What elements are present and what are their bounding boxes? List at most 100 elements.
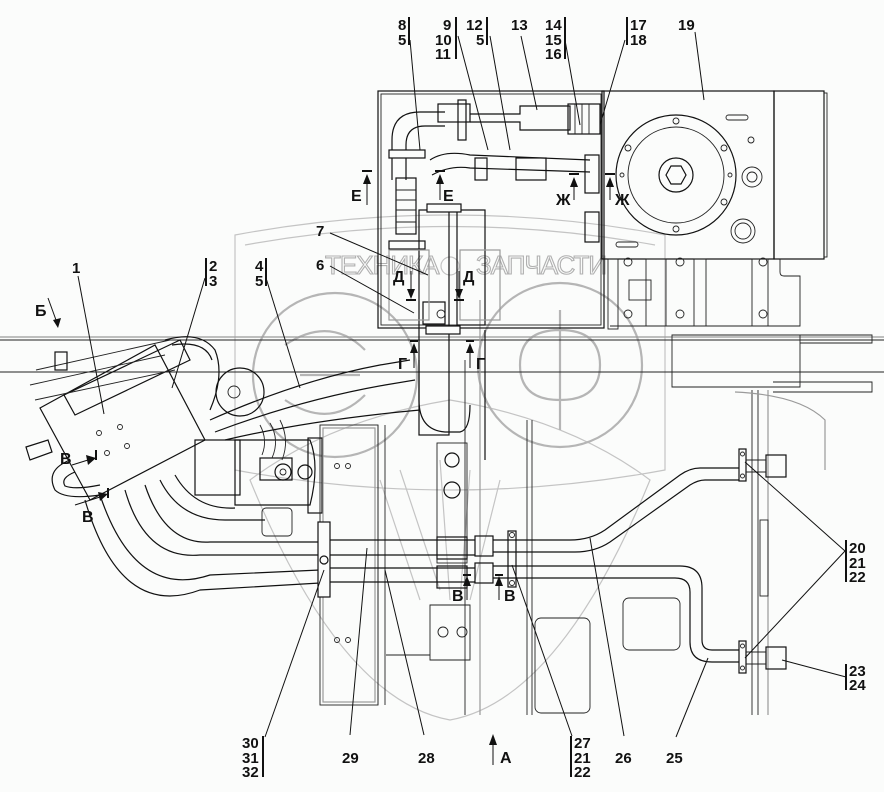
fitting-14 (567, 103, 601, 135)
watermark-logo-circle-right (476, 281, 644, 449)
pipe-fitting (515, 157, 547, 181)
watermark: ТЕХНИКА ЗАПЧАСТИ (234, 214, 666, 721)
leader-27 (511, 564, 573, 737)
hose-lower-5 (159, 479, 265, 521)
leader-23 (781, 659, 847, 678)
leader-20-b (744, 550, 846, 659)
pump-head (194, 439, 241, 496)
gearbox-side (773, 90, 825, 260)
leader-29 (349, 547, 368, 736)
section-arrow-icon (606, 177, 614, 187)
hose-lower-6 (174, 474, 236, 509)
pipe-7 (456, 209, 486, 326)
callout-1: 1 (72, 260, 80, 277)
pipe-connector (436, 536, 468, 560)
leader-12 (489, 35, 511, 151)
callout-3: 3 (209, 273, 217, 290)
pipe-26 (493, 479, 740, 553)
pump-flange (307, 437, 323, 514)
callout-11: 11 (435, 46, 451, 63)
u-hose (51, 459, 101, 498)
hose-5b (224, 409, 421, 441)
valve-cap (444, 452, 460, 468)
valve-block (25, 336, 265, 501)
leader-lines (77, 31, 847, 738)
view-arrow-b-icon (53, 318, 61, 328)
pipelines (84, 448, 787, 674)
pipe-flange-lower (738, 640, 747, 674)
callout-24: 24 (849, 677, 866, 694)
gearbox-boss-inner (734, 222, 752, 240)
fitting-bolt (457, 99, 467, 141)
callout-9: 9 (443, 17, 451, 34)
watermark-wheat-icon (379, 459, 501, 601)
housing-pad (388, 249, 430, 321)
callout-4: 4 (255, 258, 264, 275)
leader-4 (265, 277, 301, 389)
callout-13: 13 (511, 17, 528, 34)
section-arrow-icon (410, 343, 418, 353)
section-marker-zh-2: Ж (614, 192, 630, 209)
pipe-flange-upper (738, 448, 747, 482)
leader-13 (520, 35, 538, 111)
callout-28: 28 (418, 750, 435, 767)
section-marker-v-4: В (504, 588, 516, 605)
rail-plate (759, 519, 769, 597)
callout-27: 27 (574, 735, 591, 752)
section-markers: Б В В В В Г Г Д Д (35, 170, 630, 767)
section-marker-d-1: Д (393, 269, 405, 286)
valve-block-section (63, 339, 191, 416)
pump-nameplate (259, 457, 293, 481)
callout-2: 2 (209, 258, 217, 275)
watermark-gear-icon (440, 256, 460, 276)
section-arrow-icon (455, 289, 463, 299)
pipe-fitting-flange (584, 211, 600, 243)
valve-connector (54, 351, 68, 371)
section-marker-g-1: Г (398, 356, 407, 373)
pump-lower-housing (261, 507, 293, 537)
watermark-text-left: ТЕХНИКА (325, 250, 440, 280)
pipe-clamp-27 (507, 530, 517, 588)
pipe-fitting-flange (584, 154, 600, 194)
pipe-nut (474, 562, 494, 584)
pipe-clamp (388, 240, 426, 250)
flange-bolt-holes (619, 117, 733, 233)
pipe-clamp (425, 325, 461, 335)
callout-12: 12 (466, 17, 483, 34)
section-arrow-icon (495, 576, 503, 586)
right-bracket-flange (773, 381, 873, 393)
gearbox-slot (725, 114, 749, 121)
leader-30 (264, 569, 325, 738)
transmission-housing (319, 424, 471, 706)
pump-shaft (274, 463, 292, 481)
section-arrow-icon (570, 177, 578, 187)
clamp-bolt (319, 555, 329, 565)
leader-2 (171, 277, 206, 389)
hose-lower-2 (99, 494, 321, 581)
watermark-shield-lower (249, 399, 651, 721)
pipe-fitting (474, 157, 488, 181)
accumulator-center (227, 385, 241, 399)
callout-27-22: 22 (574, 764, 591, 781)
view-marker-b: Б (35, 303, 47, 320)
callout-7: 7 (316, 223, 324, 240)
callout-17: 17 (630, 17, 647, 34)
callout-8: 8 (398, 17, 406, 34)
callout-26: 26 (615, 750, 632, 767)
callout-8-5: 5 (398, 32, 406, 49)
section-marker-e-2: Е (443, 188, 454, 205)
valve-block-body (39, 344, 206, 501)
callout-20: 20 (849, 540, 866, 557)
hose-loop (164, 336, 220, 411)
callout-5: 5 (255, 273, 263, 290)
pipe-25 (493, 577, 740, 663)
section-marker-g-2: Г (476, 356, 485, 373)
callout-10: 10 (435, 32, 452, 49)
callout-numbers: 1 2 3 4 5 6 7 8 5 9 10 11 12 5 13 14 15 … (72, 17, 866, 781)
hose-coil (259, 419, 286, 461)
gearbox-mounts (607, 257, 801, 330)
u-hose (63, 471, 101, 489)
hose-5 (214, 379, 416, 433)
union-nut-lower (765, 646, 787, 670)
upper-housing (377, 90, 828, 460)
